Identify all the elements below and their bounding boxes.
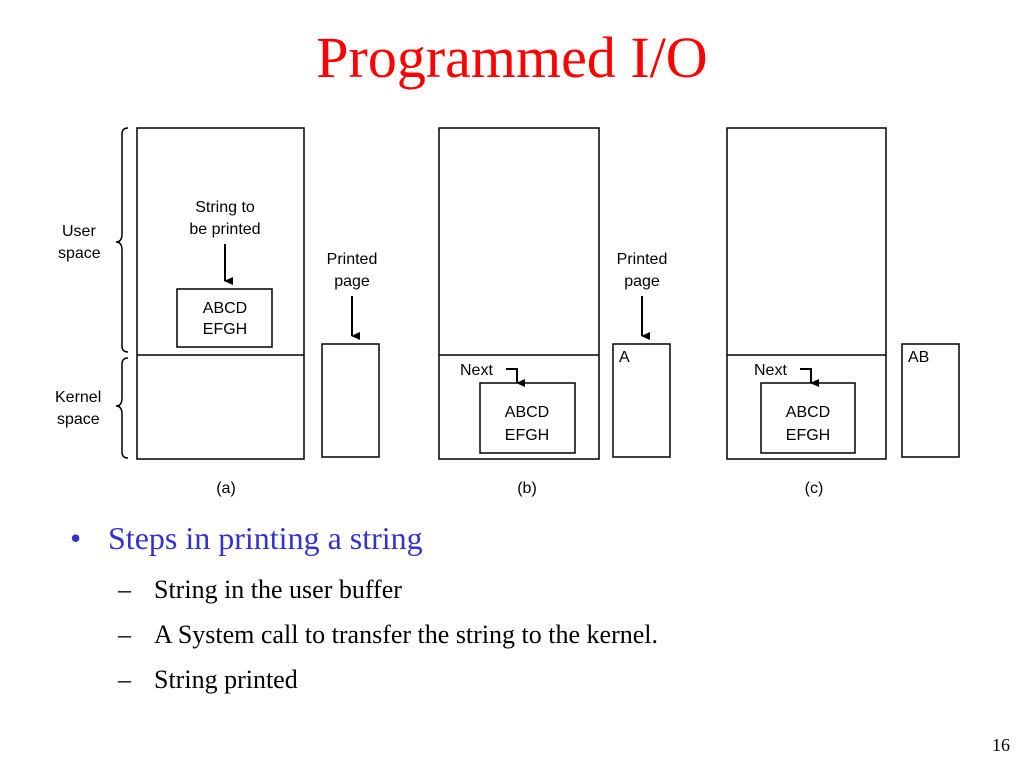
- string-to-label-2: be printed: [189, 221, 260, 238]
- panel-a: String to be printed ABCD EFGH Printed p…: [136, 127, 380, 497]
- printed-content-c: AB: [908, 349, 929, 366]
- kernel-buffer-c: [760, 382, 856, 454]
- printed-page-label-2-b: page: [624, 273, 660, 290]
- sub-bullet-2: – A System call to transfer the string t…: [70, 619, 990, 650]
- bullet-main: • Steps in printing a string: [70, 518, 990, 558]
- kernel-space-label-2: space: [57, 411, 100, 428]
- memory-box-a: [136, 127, 305, 460]
- caption-c: (c): [805, 480, 824, 497]
- printed-page-label-2-a: page: [334, 273, 370, 290]
- kernel-space-brace: [115, 357, 129, 459]
- caption-b: (b): [517, 480, 537, 497]
- next-arrow-b: [506, 368, 525, 387]
- buffer-line-2-a: EFGH: [203, 321, 247, 338]
- printed-content-b: A: [619, 349, 630, 366]
- user-space-label-1: User: [62, 223, 96, 240]
- sub-bullet-3-text: String printed: [154, 665, 298, 695]
- bullet-dot: •: [70, 520, 82, 556]
- printed-page-b: [612, 343, 671, 458]
- user-space-brace: [115, 127, 129, 353]
- printed-page-label-1-b: Printed: [617, 251, 668, 268]
- user-space-label-2: space: [58, 245, 101, 262]
- bullet-main-text: Steps in printing a string: [108, 520, 423, 556]
- next-arrow-c: [800, 368, 819, 387]
- buffer-line-1-a: ABCD: [203, 300, 247, 317]
- panel-c: Next ABCD EFGH AB (c): [726, 127, 960, 497]
- dash-marker: –: [118, 575, 131, 604]
- buffer-line-2-b: EFGH: [505, 427, 549, 444]
- buffer-line-2-c: EFGH: [786, 427, 830, 444]
- dash-marker: –: [118, 665, 131, 695]
- kernel-space-label-1: Kernel: [55, 389, 101, 406]
- bullet-list: • Steps in printing a string – String in…: [70, 518, 990, 710]
- sub-bullet-2-text: A System call to transfer the string to …: [154, 620, 658, 650]
- sub-bullet-1: – String in the user buffer: [70, 574, 990, 605]
- page-number: 16: [992, 735, 1010, 755]
- buffer-line-1-b: ABCD: [505, 404, 549, 421]
- printed-page-a: [321, 343, 380, 458]
- caption-a: (a): [216, 480, 236, 497]
- user-buffer-a: [176, 288, 273, 348]
- next-label-c: Next: [754, 362, 787, 379]
- slide-title: Programmed I/O: [316, 25, 708, 90]
- panel-b: Next ABCD EFGH Printed page A (b): [438, 127, 671, 497]
- memory-box-c: [726, 127, 887, 460]
- sub-bullet-3: – String printed: [70, 664, 990, 695]
- dash-marker: –: [118, 620, 131, 650]
- printed-page-label-1-a: Printed: [327, 251, 378, 268]
- string-to-label-1: String to: [195, 199, 255, 216]
- kernel-buffer-b: [479, 382, 576, 454]
- buffer-line-1-c: ABCD: [786, 404, 830, 421]
- sub-bullet-1-text: String in the user buffer: [154, 575, 402, 604]
- printed-page-c: [901, 343, 960, 458]
- memory-box-b: [438, 127, 600, 460]
- next-label-b: Next: [460, 362, 493, 379]
